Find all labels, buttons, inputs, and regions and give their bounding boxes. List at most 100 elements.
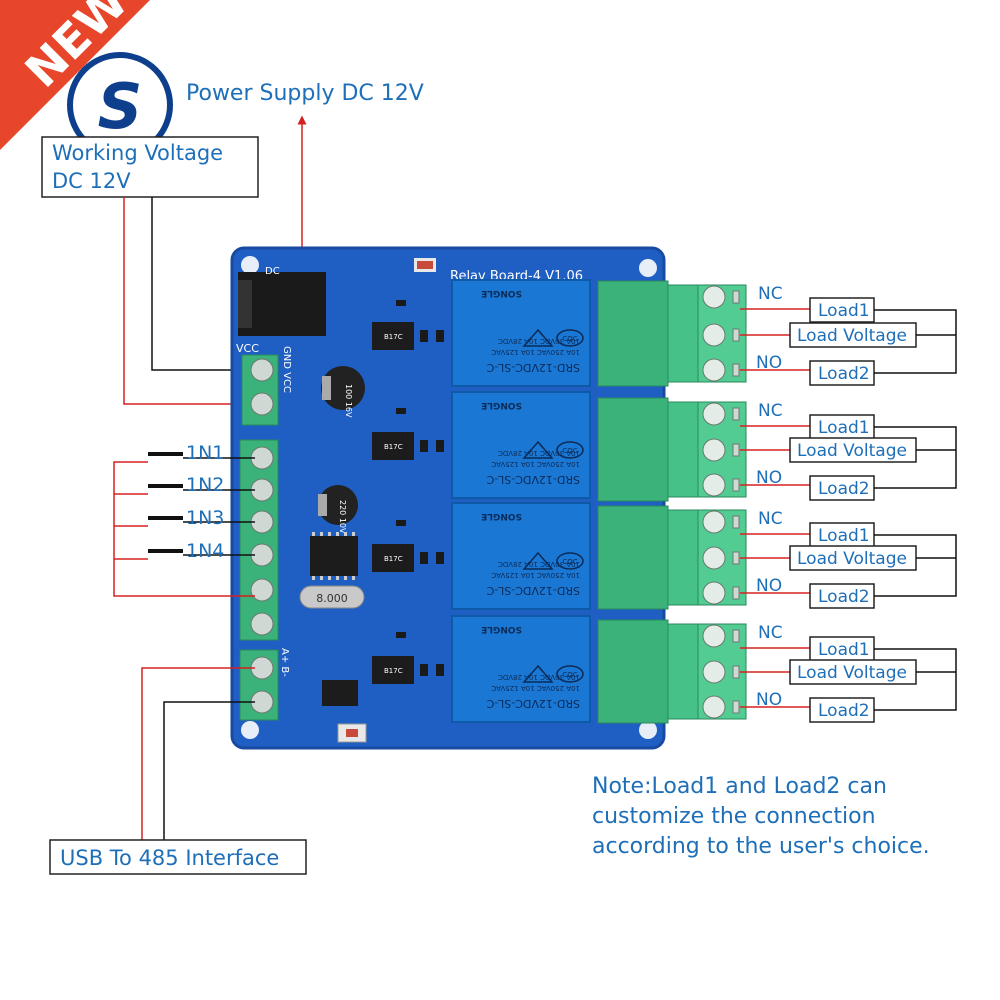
load-voltage-label: Load Voltage	[797, 549, 907, 569]
reset-button	[337, 723, 367, 743]
rs485-terminal-block	[239, 649, 279, 721]
relays: SRD-12VDC-SL-C 10A 250VAC 10A 125VAC 10A 3…	[451, 279, 591, 723]
load1-box	[809, 522, 875, 548]
gnd-wire	[151, 197, 255, 371]
relay-cqc: CQC	[562, 335, 577, 343]
vcc-wire	[123, 197, 255, 405]
working-voltage-box: Working Voltage DC 12V	[41, 136, 259, 198]
ab-silk: A+ B-	[279, 648, 290, 677]
no-label: NO	[756, 576, 782, 596]
capacitor-220uf: 220 10V	[318, 485, 358, 534]
output-terminal-block-1	[597, 280, 747, 387]
nc-label: NC	[758, 284, 783, 304]
smd-components	[396, 300, 444, 676]
usb-485-label: USB To 485 Interface	[60, 846, 279, 870]
load2-label: Load2	[818, 364, 870, 384]
svg-text:B17C: B17C	[384, 555, 403, 563]
output-terminal-block-4	[597, 619, 747, 724]
relay-brand: SONGLE	[481, 288, 522, 298]
input-label-3: 1N3	[186, 507, 224, 529]
warning-icon	[522, 328, 554, 347]
note-line-3: according to the user's choice.	[592, 834, 930, 859]
microcontroller-chip	[310, 532, 358, 580]
relay-model: SRD-12VDC-SL-C	[486, 361, 580, 374]
load-voltage-label: Load Voltage	[797, 326, 907, 346]
relay-model: SRD-12VDC-SL-C	[486, 473, 580, 486]
working-voltage-line1: Working Voltage	[52, 141, 223, 165]
load-voltage-label: Load Voltage	[797, 441, 907, 461]
relay-cqc: CQC	[562, 447, 577, 455]
power-supply-label: Power Supply DC 12V	[186, 81, 424, 106]
warning-icon	[522, 440, 554, 459]
relay-model: SRD-12VDC-SL-C	[486, 697, 580, 710]
nc-label: NC	[758, 509, 783, 529]
svg-text:100 16V: 100 16V	[344, 384, 353, 418]
dc-jack	[238, 272, 326, 336]
no-label: NO	[756, 468, 782, 488]
brand-logo-letter: S	[98, 70, 143, 143]
crystal-oscillator: 8.000	[299, 585, 365, 609]
rs485-chip	[322, 680, 358, 706]
load2-label: Load2	[818, 701, 870, 721]
rs485-a-wire	[141, 667, 255, 840]
vcc-silk: VCC	[236, 342, 259, 355]
load2-box	[809, 360, 875, 386]
relay-brand: SONGLE	[481, 511, 522, 521]
note-line-2: customize the connection	[592, 804, 876, 829]
load1-label: Load1	[818, 418, 870, 438]
capacitor-100uf: 100 16V	[321, 366, 365, 418]
load-voltage-box	[789, 437, 917, 463]
input-label-1: 1N1	[186, 442, 224, 464]
warning-icon	[522, 551, 554, 570]
input-label-2: 1N2	[186, 474, 224, 496]
relay-cqc: CQC	[562, 671, 577, 679]
input-terminal-block	[239, 439, 279, 641]
no-label: NO	[756, 690, 782, 710]
cqc-mark	[556, 665, 584, 683]
relay-rating-1: 10A 250VAC 10A 125VAC	[491, 348, 580, 356]
output-terminal-block-3	[597, 505, 747, 610]
connection-note: Note:Load1 and Load2 can customize the c…	[592, 772, 972, 862]
cqc-mark	[556, 329, 584, 347]
relay-rating-2: 10A 30VDC 10A 28VDC	[498, 560, 580, 568]
relay-brand: SONGLE	[481, 624, 522, 634]
load-voltage-box	[789, 545, 917, 571]
relay-3: SRD-12VDC-SL-C 10A 250VAC 10A 125VAC 10A 3…	[451, 502, 591, 610]
load1-label: Load1	[818, 301, 870, 321]
gnd-vcc-silk: GND VCC	[281, 346, 292, 393]
relay-brand: SONGLE	[481, 400, 522, 410]
note-line-1: Note:Load1 and Load2 can	[592, 774, 887, 799]
working-voltage-line2: DC 12V	[52, 169, 131, 193]
brand-logo-icon: S	[67, 52, 173, 158]
load1-label: Load1	[818, 526, 870, 546]
relay-cqc: CQC	[562, 558, 577, 566]
cqc-mark	[556, 441, 584, 459]
relay-rating-2: 10A 30VDC 10A 28VDC	[498, 337, 580, 345]
output-terminal-block-2	[597, 397, 747, 502]
cqc-mark	[556, 552, 584, 570]
warning-icon	[522, 664, 554, 683]
rs485-b-wire	[163, 701, 255, 840]
load1-box	[809, 636, 875, 662]
nc-label: NC	[758, 623, 783, 643]
dc-silk: DC	[265, 266, 280, 277]
input-wiring	[113, 452, 255, 597]
no-label: NO	[756, 353, 782, 373]
svg-text:B17C: B17C	[384, 443, 403, 451]
relay-rating-2: 10A 30VDC 10A 28VDC	[498, 673, 580, 681]
load-voltage-label: Load Voltage	[797, 663, 907, 683]
usb-485-box: USB To 485 Interface	[49, 839, 307, 875]
nc-label: NC	[758, 401, 783, 421]
relay-rating-1: 10A 250VAC 10A 125VAC	[491, 460, 580, 468]
svg-text:B17C: B17C	[384, 667, 403, 675]
relay-1: SRD-12VDC-SL-C 10A 250VAC 10A 125VAC 10A 3…	[451, 279, 591, 387]
relay-model: SRD-12VDC-SL-C	[486, 584, 580, 597]
load2-label: Load2	[818, 587, 870, 607]
load1-label: Load1	[818, 640, 870, 660]
relay-rating-1: 10A 250VAC 10A 125VAC	[491, 571, 580, 579]
input-label-4: 1N4	[186, 540, 224, 562]
power-terminal-block	[241, 354, 279, 426]
